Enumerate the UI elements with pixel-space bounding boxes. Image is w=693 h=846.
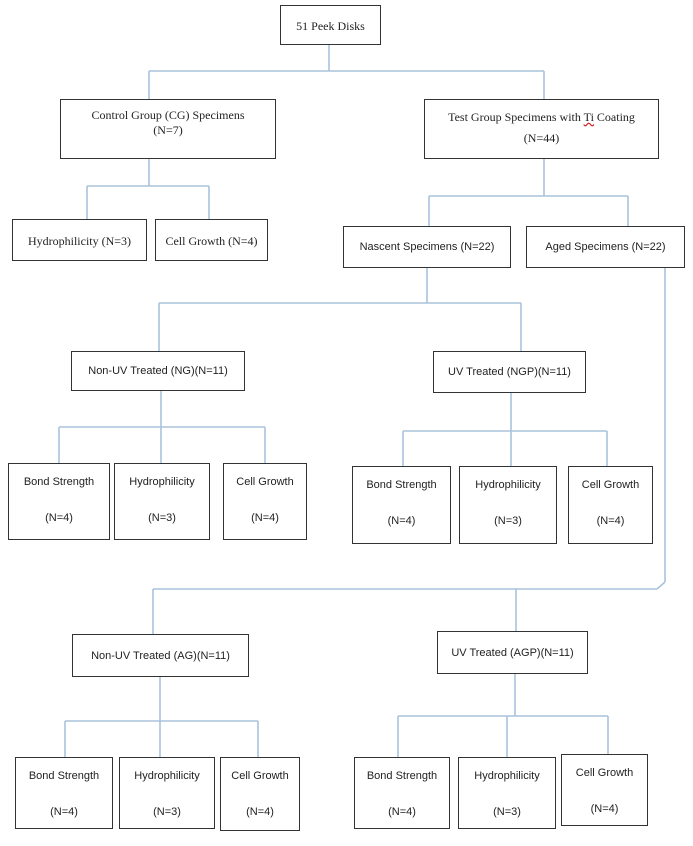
ng-hydrophilicity-node: Hydrophilicity (N=3): [114, 463, 210, 540]
ng-bond-strength-node: Bond Strength (N=4): [8, 463, 110, 540]
ng-cell-growth-title: Cell Growth: [236, 476, 294, 488]
agp-cell-growth-title: Cell Growth: [575, 767, 634, 779]
ag-bond-strength-title: Bond Strength: [28, 770, 100, 782]
ag-cell-growth-count: (N=4): [246, 805, 274, 818]
test-group-node: Test Group Specimens with Ti Coating (N=…: [424, 99, 659, 159]
ng-cell-growth-count: (N=4): [251, 511, 279, 524]
control-group-node: Control Group (CG) Specimens (N=7): [60, 99, 276, 159]
ngp-hydrophilicity-count: (N=3): [494, 514, 522, 527]
agp-label: UV Treated (AGP)(N=11): [451, 647, 574, 659]
ng-hydrophilicity-count: (N=3): [148, 511, 176, 524]
ag-hydrophilicity-count: (N=3): [153, 805, 181, 818]
agp-cell-growth-node: Cell Growth (N=4): [561, 754, 648, 826]
control-group-count: (N=7): [153, 123, 183, 137]
agp-bond-strength-count: (N=4): [388, 805, 416, 818]
ng-label: Non-UV Treated (NG)(N=11): [88, 365, 228, 377]
ag-bond-strength-node: Bond Strength (N=4): [15, 757, 113, 829]
ngp-bond-strength-count: (N=4): [387, 514, 416, 527]
nascent-specimens-label: Nascent Specimens (N=22): [359, 241, 495, 253]
agp-cell-growth-count: (N=4): [590, 802, 619, 815]
test-group-title-part1: Test Group Specimens with: [448, 110, 584, 124]
ag-label: Non-UV Treated (AG)(N=11): [91, 650, 230, 662]
aged-specimens-node: Aged Specimens (N=22): [526, 226, 685, 268]
aged-specimens-label: Aged Specimens (N=22): [545, 241, 666, 253]
ngp-cell-growth-node: Cell Growth (N=4): [568, 466, 653, 544]
nascent-specimens-node: Nascent Specimens (N=22): [343, 226, 511, 268]
agp-node: UV Treated (AGP)(N=11): [437, 631, 588, 674]
ag-node: Non-UV Treated (AG)(N=11): [72, 634, 249, 677]
ng-cell-growth-node: Cell Growth (N=4): [223, 463, 307, 540]
test-group-count: (N=44): [523, 131, 560, 145]
agp-hydrophilicity-count: (N=3): [493, 805, 521, 818]
ag-cell-growth-title: Cell Growth: [231, 770, 289, 782]
ngp-label: UV Treated (NGP)(N=11): [448, 366, 571, 378]
ng-bond-strength-title: Bond Strength: [23, 476, 95, 488]
root-node: 51 Peek Disks: [280, 5, 381, 45]
ag-hydrophilicity-node: Hydrophilicity (N=3): [119, 757, 215, 829]
ngp-cell-growth-count: (N=4): [596, 514, 625, 527]
ag-bond-strength-count: (N=4): [50, 805, 78, 818]
agp-hydrophilicity-node: Hydrophilicity (N=3): [458, 757, 556, 829]
control-cell-growth-node: Cell Growth (N=4): [155, 219, 268, 261]
test-group-title-part2: Coating: [593, 110, 635, 124]
agp-hydrophilicity-title: Hydrophilicity: [474, 770, 540, 782]
ag-hydrophilicity-title: Hydrophilicity: [134, 770, 200, 782]
test-group-title-ti: Ti: [583, 110, 594, 124]
agp-bond-strength-node: Bond Strength (N=4): [354, 757, 450, 829]
ngp-hydrophilicity-node: Hydrophilicity (N=3): [459, 466, 557, 544]
root-label: 51 Peek Disks: [296, 19, 365, 33]
ngp-hydrophilicity-title: Hydrophilicity: [475, 479, 541, 491]
ng-hydrophilicity-title: Hydrophilicity: [129, 476, 195, 488]
ngp-node: UV Treated (NGP)(N=11): [433, 351, 586, 393]
connector: [656, 581, 666, 590]
test-group-title: Test Group Specimens with Ti Coating: [425, 110, 658, 125]
control-group-title: Control Group (CG) Specimens: [91, 108, 245, 122]
ng-bond-strength-count: (N=4): [45, 511, 73, 524]
agp-bond-strength-title: Bond Strength: [366, 770, 438, 782]
ngp-bond-strength-title: Bond Strength: [366, 479, 437, 491]
ag-cell-growth-node: Cell Growth (N=4): [220, 757, 300, 831]
ngp-cell-growth-title: Cell Growth: [581, 479, 640, 491]
control-hydrophilicity-label: Hydrophilicity (N=3): [27, 234, 132, 248]
ngp-bond-strength-node: Bond Strength (N=4): [352, 466, 451, 544]
control-hydrophilicity-node: Hydrophilicity (N=3): [12, 219, 147, 261]
ng-node: Non-UV Treated (NG)(N=11): [71, 351, 245, 391]
control-cell-growth-label: Cell Growth (N=4): [165, 234, 258, 248]
